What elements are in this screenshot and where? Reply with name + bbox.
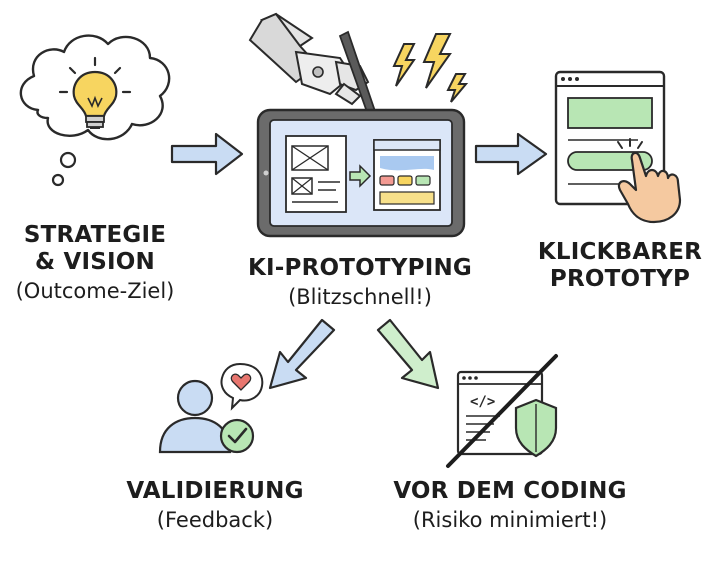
coding-label: VOR DEM CODING (Risiko minimiert!) bbox=[375, 478, 645, 533]
coding-subtitle: (Risiko minimiert!) bbox=[412, 508, 608, 533]
crossed-out-code-window-with-shield-icon: </> bbox=[446, 354, 558, 468]
arrow-ki-to-validation bbox=[268, 318, 336, 390]
strategy-label: STRATEGIE & VISION (Outcome-Ziel) bbox=[0, 222, 190, 304]
arrow-ki-to-prototype bbox=[474, 132, 548, 176]
hand-clicking-browser-window-icon bbox=[554, 70, 682, 224]
strategy-title-line2: & VISION bbox=[35, 249, 155, 276]
validation-subtitle: (Feedback) bbox=[156, 508, 274, 533]
strategy-title-line1: STRATEGIE bbox=[23, 222, 167, 248]
prototype-title-line2: PROTOTYP bbox=[549, 266, 691, 293]
validation-label: VALIDIERUNG (Feedback) bbox=[100, 478, 330, 533]
coding-title: VOR DEM CODING bbox=[393, 478, 627, 504]
strategy-subtitle: (Outcome-Ziel) bbox=[15, 279, 175, 304]
arrow-ki-to-coding bbox=[376, 318, 440, 390]
ki-subtitle: (Blitzschnell!) bbox=[288, 285, 432, 310]
ki-title: KI-PROTOTYPING bbox=[248, 255, 472, 281]
validation-title: VALIDIERUNG bbox=[126, 478, 304, 504]
prototype-label: KLICKBARER PROTOTYP bbox=[535, 239, 705, 293]
svg-text:</>: </> bbox=[470, 394, 495, 410]
prototype-title-line1: KLICKBARER bbox=[537, 239, 703, 265]
arrow-strategy-to-ki bbox=[170, 132, 244, 176]
user-with-heart-and-check-icon bbox=[158, 362, 264, 454]
ki-label: KI-PROTOTYPING (Blitzschnell!) bbox=[235, 255, 485, 310]
robot-hand-drawing-on-tablet-icon bbox=[248, 12, 469, 238]
lightbulb-in-thought-cloud-icon bbox=[19, 34, 171, 187]
